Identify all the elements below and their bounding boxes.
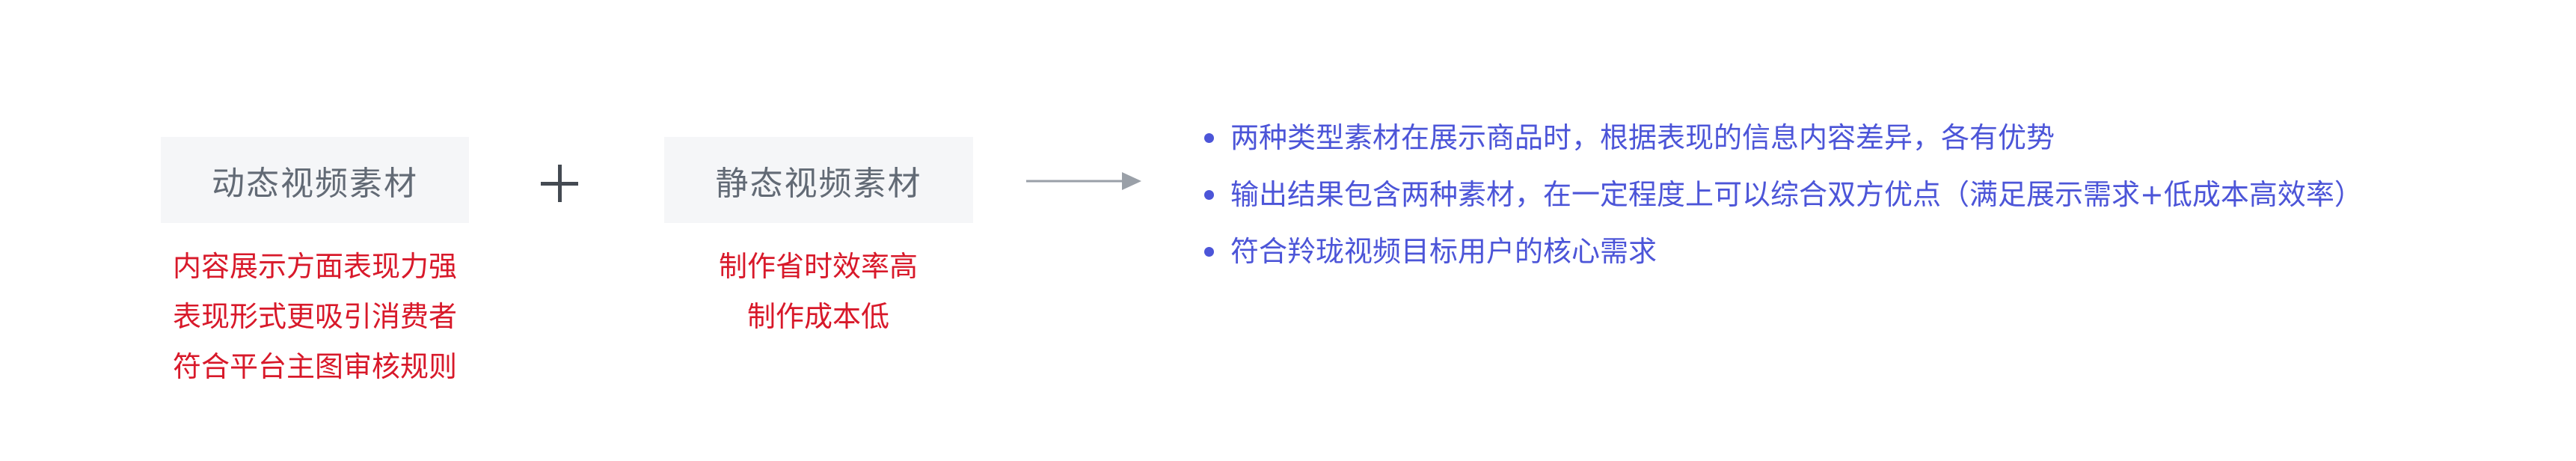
static-note: 制作成本低 — [746, 300, 889, 333]
arrow-right-icon — [1026, 172, 1141, 190]
bullet-dot-icon — [1204, 246, 1214, 257]
bullet-dot-icon — [1204, 132, 1214, 143]
dynamic-video-material-title: 动态视频素材 — [212, 164, 418, 203]
dynamic-video-notes: 内容展示方面表现力强 表现形式更吸引消费者 符合平台主图审核规则 — [120, 242, 509, 392]
conclusion-text: 符合羚珑视频目标用户的核心需求 — [1230, 235, 1657, 268]
dynamic-note: 表现形式更吸引消费者 — [172, 300, 457, 333]
static-video-notes: 制作省时效率高 制作成本低 — [624, 242, 1013, 342]
dynamic-video-material-box: 动态视频素材 — [161, 137, 469, 223]
conclusion-item: 两种类型素材在展示商品时，根据表现的信息内容差异，各有优势 — [1204, 109, 2551, 166]
static-video-material-box: 静态视频素材 — [664, 137, 973, 223]
conclusion-text: 输出结果包含两种素材，在一定程度上可以综合双方优点（满足展示需求+低成本高效率） — [1230, 178, 2363, 211]
conclusion-item: 输出结果包含两种素材，在一定程度上可以综合双方优点（满足展示需求+低成本高效率） — [1204, 166, 2551, 223]
static-note: 制作省时效率高 — [718, 250, 918, 283]
static-video-material-title: 静态视频素材 — [715, 164, 922, 203]
conclusion-item: 符合羚珑视频目标用户的核心需求 — [1204, 223, 2551, 280]
conclusion-list: 两种类型素材在展示商品时，根据表现的信息内容差异，各有优势 输出结果包含两种素材… — [1204, 109, 2551, 280]
plus-icon — [533, 157, 586, 210]
bullet-dot-icon — [1204, 189, 1214, 200]
dynamic-note: 内容展示方面表现力强 — [172, 250, 457, 283]
conclusion-text: 两种类型素材在展示商品时，根据表现的信息内容差异，各有优势 — [1230, 121, 2055, 154]
dynamic-note: 符合平台主图审核规则 — [172, 350, 457, 383]
